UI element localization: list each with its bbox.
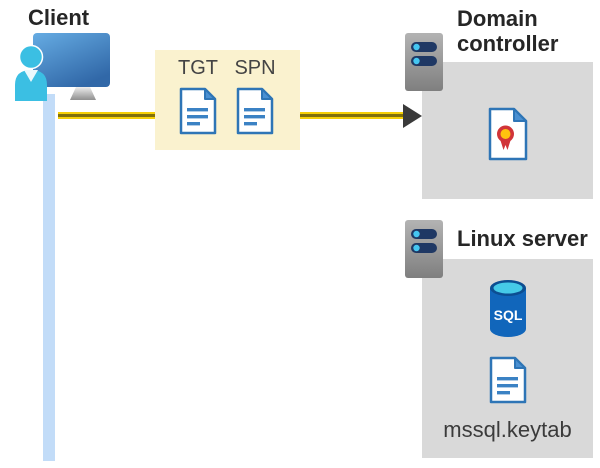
certificate-icon [487, 107, 529, 161]
linux-server-label: Linux server [457, 226, 588, 251]
person-body [15, 70, 47, 101]
client-icon [15, 33, 111, 101]
arrowhead-icon [403, 104, 422, 128]
client-timeline [43, 94, 55, 461]
domain-controller-server-icon [405, 33, 443, 91]
sql-database-icon: SQL [488, 279, 528, 338]
linux-server-server-icon [405, 220, 443, 278]
keytab-label: mssql.keytab [443, 417, 572, 442]
tgt-document-icon [178, 87, 218, 135]
person-collar [24, 70, 38, 82]
spn-label: SPN [234, 57, 276, 79]
monitor-stand [70, 87, 96, 100]
monitor-icon [33, 33, 110, 87]
person-head [18, 44, 44, 70]
tgt-label: TGT [178, 57, 218, 79]
domain-controller-label: Domain controller [457, 6, 559, 56]
spn-document-icon [235, 87, 275, 135]
ticket-box [155, 50, 300, 150]
keytab-document-icon [488, 356, 528, 404]
client-label: Client [28, 5, 90, 30]
sql-text: SQL [494, 307, 523, 323]
